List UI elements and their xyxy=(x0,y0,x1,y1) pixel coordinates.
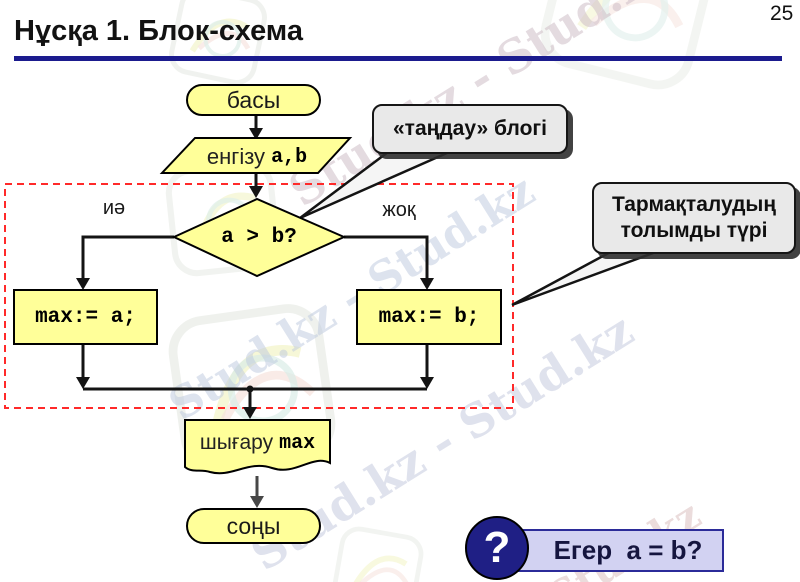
input-word: енгізу xyxy=(206,144,266,169)
question-bar: Егер a = b? xyxy=(498,529,724,572)
flow-arrows xyxy=(76,116,434,419)
input-vars: a,b xyxy=(271,145,308,169)
callout-branching-full: Тармақталудың толымды түрі xyxy=(592,182,796,254)
decision-label: a > b? xyxy=(221,225,297,249)
callout-selection-text: «таңдау» блогі xyxy=(393,117,547,140)
assign-left-label: max:= a; xyxy=(35,305,136,329)
start-label: басы xyxy=(226,86,281,113)
end-label: соңы xyxy=(226,512,281,539)
end-terminator: соңы xyxy=(186,508,321,544)
decision-diamond xyxy=(171,197,347,278)
callout-branching-line1: Тармақталудың xyxy=(611,193,777,216)
output-text: шығару max xyxy=(185,420,330,466)
callout-selection-block: «таңдау» блогі xyxy=(372,104,568,154)
output-document-shape xyxy=(184,419,331,475)
assign-right-label: max:= b; xyxy=(378,305,480,329)
question-text: Егер a = b? xyxy=(553,535,703,565)
question-mark-glyph: ? xyxy=(483,523,511,572)
start-terminator: басы xyxy=(186,84,321,116)
output-word: шығару xyxy=(199,431,274,454)
page-title: Нұсқа 1. Блок-схема xyxy=(14,15,304,47)
question-mark-icon: ? xyxy=(465,516,529,580)
output-to-end-arrow xyxy=(250,476,264,508)
callout-branching-tail xyxy=(511,247,665,307)
assign-right-box: max:= b; xyxy=(356,289,502,345)
title-underline xyxy=(14,56,782,61)
branch-yes-label: иә xyxy=(102,197,126,219)
selection-region-dashed-border xyxy=(4,183,514,409)
decision-text: a > b? xyxy=(174,222,344,252)
input-parallelogram xyxy=(159,137,353,174)
callout-branching-line2: толымды түрі xyxy=(620,219,768,242)
branch-no-label: жоқ xyxy=(382,199,416,221)
input-text: енгізу a,b xyxy=(168,140,346,174)
output-var: max xyxy=(279,431,316,455)
assign-left-box: max:= a; xyxy=(13,289,158,345)
page-number: 25 xyxy=(770,2,794,25)
